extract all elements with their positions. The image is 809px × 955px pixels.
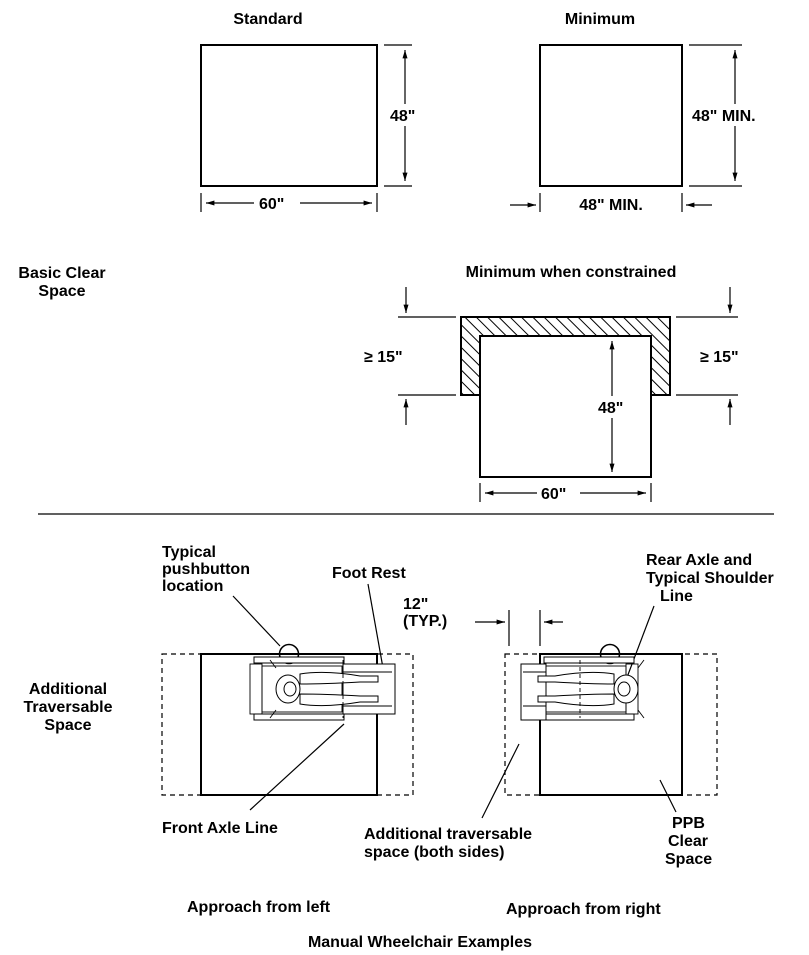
rear-axle-label-3: Line [660,588,693,605]
typ-label-2: (TYP.) [403,613,447,630]
figure-caption: Manual Wheelchair Examples [308,934,532,951]
constrained-height-dim: 48" [598,400,623,417]
typ-label-1: 12" [403,596,428,613]
standard-height-dim: 48" [390,108,415,125]
typical-pushbutton-label-1: Typical [162,544,216,561]
standard-figure: Standard 48" 60" [200,11,422,213]
standard-width-dim: 60" [259,196,284,213]
standard-clear-space [200,44,378,187]
minimum-clear-space [539,44,683,187]
constrained-right-dim: ≥ 15" [700,349,739,366]
wheelchair-right [520,656,645,721]
minimum-figure: Minimum 48" MIN. 48" MIN. [510,11,780,214]
standard-title: Standard [233,11,302,28]
traversable-label-2: Traversable [24,699,113,716]
basic-clear-space-label-2: Space [38,283,85,300]
foot-rest-label: Foot Rest [332,565,406,582]
approach-left-label: Approach from left [187,899,331,916]
constrained-figure: Minimum when constrained ≥ 15" ≥ 15" 48"… [364,264,739,503]
additional-space-label-2: space (both sides) [364,844,504,861]
clear-space-right [539,653,683,796]
minimum-width-dim: 48" MIN. [579,197,643,214]
typical-pushbutton-label-2: pushbutton [162,561,250,578]
minimum-title: Minimum [565,11,635,28]
ppb-label-1: PPB [672,815,705,832]
traversable-label-3: Space [44,717,91,734]
traversable-label-1: Additional [29,681,107,698]
approach-right-label: Approach from right [506,901,661,918]
typical-pushbutton-label-3: location [162,578,223,595]
constrained-left-dim: ≥ 15" [364,349,403,366]
rear-axle-label-2: Typical Shoulder [646,570,774,587]
front-axle-label: Front Axle Line [162,820,278,837]
wheelchair-left [249,656,396,721]
minimum-height-dim: 48" MIN. [692,108,756,125]
constrained-title: Minimum when constrained [466,264,677,281]
basic-clear-space-label-1: Basic Clear [18,265,105,282]
ppb-label-2: Clear [668,833,708,850]
clear-space-left [200,653,378,796]
approach-left-figure: Typical pushbutton location Foot Rest [161,544,414,916]
approach-right-figure: 12" (TYP.) Rear Axle and Typical Shoulde… [364,552,774,918]
constrained-width-dim: 60" [541,486,566,503]
rear-axle-label-1: Rear Axle and [646,552,752,569]
additional-space-label-1: Additional traversable [364,826,532,843]
ppb-label-3: Space [665,851,712,868]
